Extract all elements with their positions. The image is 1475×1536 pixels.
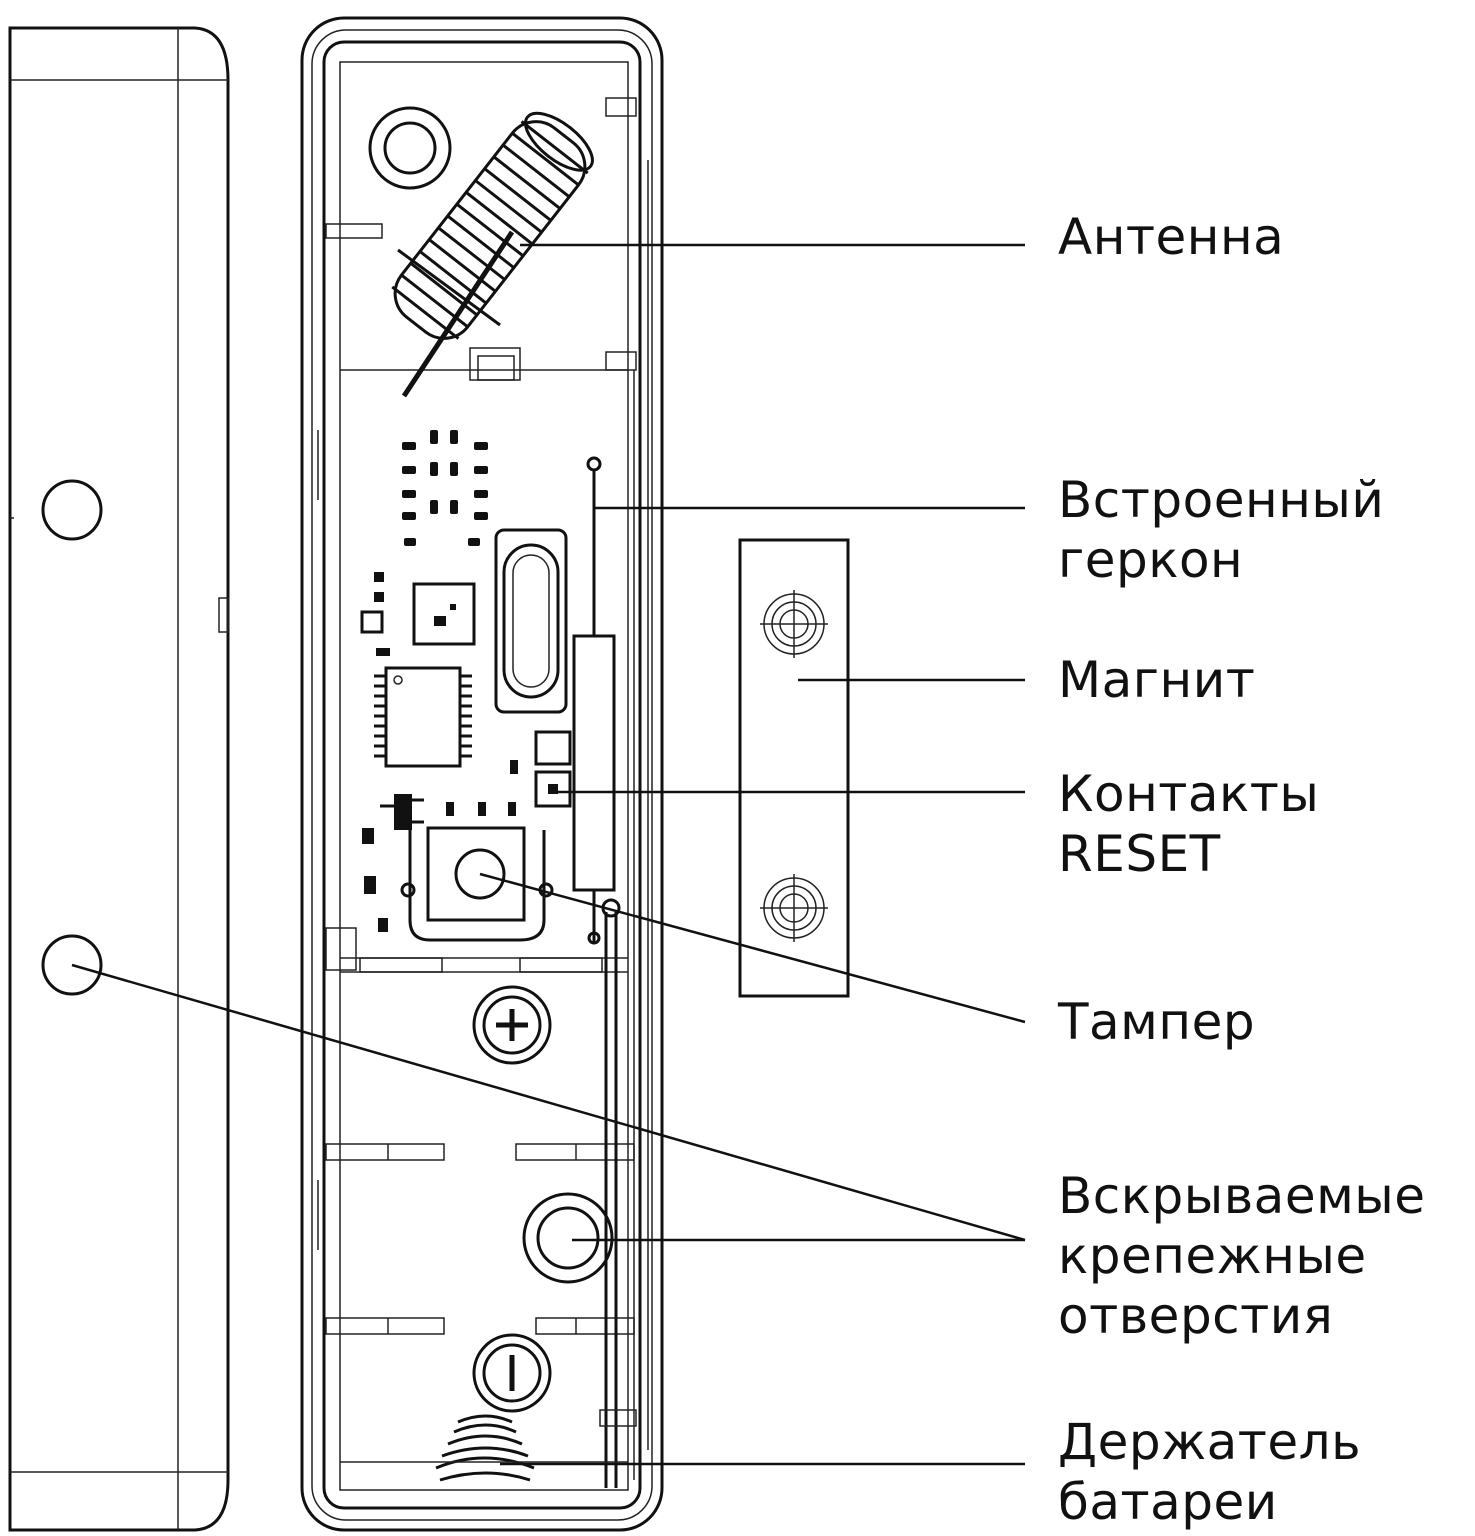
leader-tamper <box>479 872 1026 1024</box>
pcb-components <box>360 430 572 932</box>
label-battery-holder: Держатель батареи <box>1058 1413 1362 1531</box>
battery-area <box>325 898 637 1488</box>
label-tamper: Тампер <box>1058 993 1256 1051</box>
leader-lines <box>71 243 1026 1466</box>
label-mounting-holes: Вскрываемые крепежные отверстия <box>1058 1167 1426 1345</box>
mounting-hole-bottom <box>41 934 103 996</box>
reed-switch <box>572 456 616 945</box>
sensor-cover <box>8 26 230 1532</box>
label-magnet: Магнит <box>1058 651 1256 709</box>
sensor-housing <box>300 16 664 1532</box>
tamper-switch <box>400 826 554 942</box>
battery-spring <box>340 1409 637 1482</box>
label-reed-switch: Встроенный геркон <box>1058 471 1385 589</box>
antenna-coil <box>391 111 594 398</box>
label-reset-contacts: Контакты RESET <box>1058 765 1320 883</box>
mounting-hole-top <box>41 479 103 541</box>
label-antenna: Антенна <box>1058 208 1285 266</box>
magnet-body <box>738 538 850 998</box>
leader-holes-a <box>71 963 1026 1242</box>
